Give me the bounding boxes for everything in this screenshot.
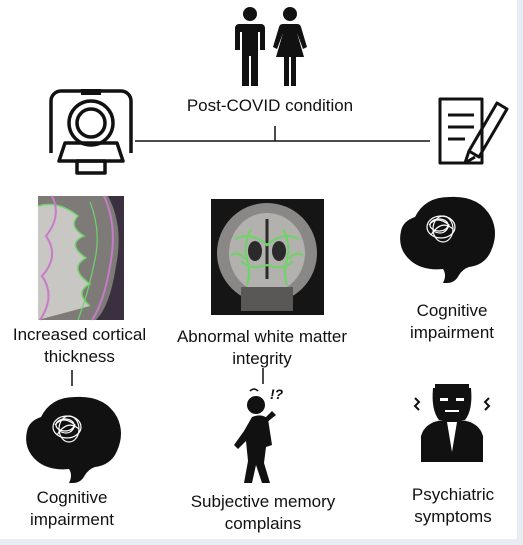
stressed-person-icon <box>413 384 491 462</box>
white-matter-label: Abnormal white matter integrity <box>176 327 348 368</box>
white-matter-mri-image <box>211 199 324 315</box>
figure-canvas: Post-COVID condition <box>0 0 517 539</box>
cortical-mri-image <box>37 195 124 321</box>
post-covid-label: Post-COVID condition <box>186 96 354 115</box>
confused-person-icon: !? <box>234 386 284 483</box>
confused-mark: !? <box>270 386 284 402</box>
memory-complains-label: Subjective memory complains <box>190 492 336 533</box>
psychiatric-symptoms-label: Psychiatric symptoms <box>411 485 495 526</box>
questionnaire-icon <box>438 97 509 165</box>
brain-icon <box>26 396 121 483</box>
mri-scanner-icon <box>49 89 133 175</box>
brain-icon <box>400 196 495 283</box>
people-icon <box>235 7 307 86</box>
cognitive-impairment-outcome-label: Cognitive impairment <box>29 488 115 529</box>
cortical-thickness-label: Increased cortical thickness <box>12 325 147 366</box>
cognitive-impairment-findings-label: Cognitive impairment <box>409 301 495 342</box>
connector-lines <box>71 126 430 386</box>
